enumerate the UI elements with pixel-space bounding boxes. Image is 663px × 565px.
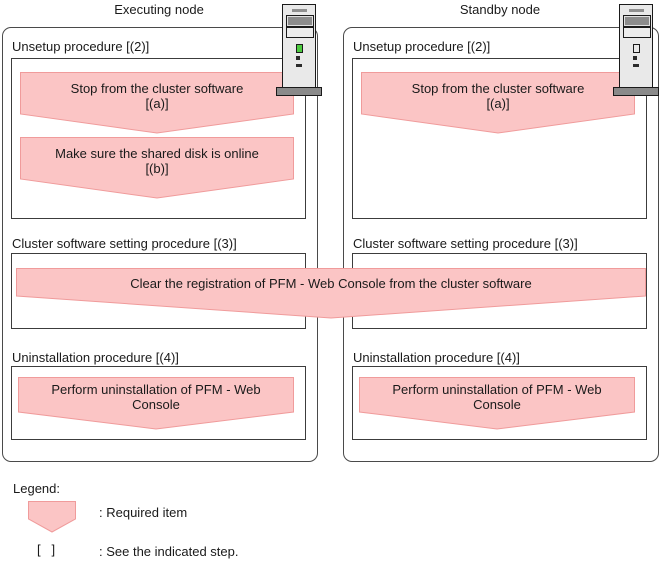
server-vent	[629, 9, 644, 12]
server-drive-bay	[286, 27, 314, 38]
server-tower	[282, 4, 316, 89]
executing-cluster-setting-label: Cluster software setting procedure [(3)]	[12, 236, 237, 251]
server-base	[276, 87, 322, 96]
required-step-arrow-shape	[18, 377, 294, 430]
required-step-arrow-shape	[359, 377, 635, 430]
standby-unsetup-label: Unsetup procedure [(2)]	[353, 39, 491, 54]
required-arrow-polygon	[18, 377, 294, 430]
executing-node-title: Executing node	[114, 2, 204, 17]
legend-see-label: : See the indicated step.	[99, 544, 239, 559]
required-step-arrow-shape	[20, 72, 294, 134]
standby-node-title: Standby node	[459, 2, 541, 17]
server-button	[633, 56, 637, 60]
server-button	[633, 64, 639, 67]
legend-required-arrow-icon	[28, 501, 76, 533]
server-icon	[276, 4, 322, 96]
server-drive-bay	[623, 27, 651, 38]
required-arrow-polygon	[361, 72, 635, 134]
required-step-arrow-shape	[361, 72, 635, 134]
server-button	[296, 64, 302, 67]
server-tower	[619, 4, 653, 89]
legend-required-label: : Required item	[99, 505, 188, 520]
legend-brackets-symbol: [ ]	[37, 542, 56, 557]
server-led	[296, 44, 303, 53]
required-step-arrow-shape	[20, 137, 294, 199]
server-base	[613, 87, 659, 96]
standby-uninstall-label: Uninstallation procedure [(4)]	[353, 350, 520, 365]
required-arrow-polygon	[20, 137, 294, 199]
server-icon	[613, 4, 659, 96]
required-arrow-polygon	[20, 72, 294, 134]
standby-cluster-setting-label: Cluster software setting procedure [(3)]	[353, 236, 578, 251]
server-drive-bay	[286, 15, 314, 27]
server-vent	[292, 9, 307, 12]
executing-unsetup-label: Unsetup procedure [(2)]	[12, 39, 150, 54]
server-drive-bay	[623, 15, 651, 27]
required-arrow-polygon	[359, 377, 635, 430]
required-arrow-polygon	[16, 268, 646, 319]
executing-uninstall-label: Uninstallation procedure [(4)]	[12, 350, 179, 365]
required-arrow-polygon	[28, 501, 76, 533]
legend-title: Legend:	[13, 481, 60, 496]
server-button	[296, 56, 300, 60]
server-led	[633, 44, 640, 53]
required-step-arrow-shape	[16, 268, 646, 319]
